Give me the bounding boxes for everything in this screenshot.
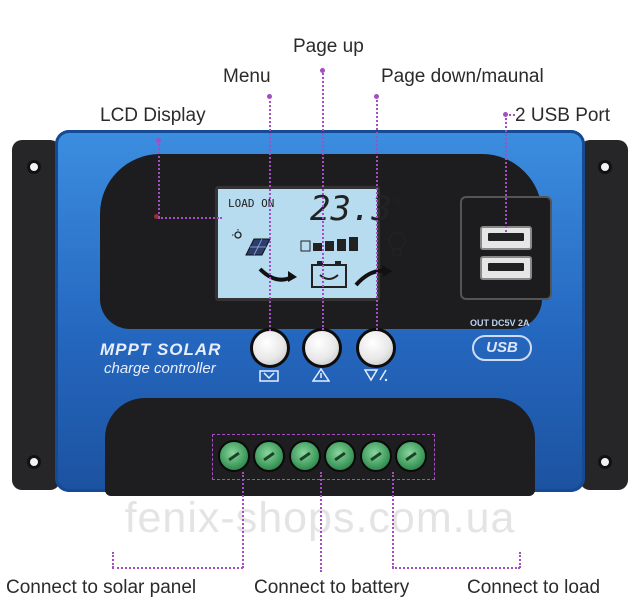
page-up-leader-dot [320,68,325,73]
mounting-hole-icon [598,455,612,469]
menu-leader [269,96,271,331]
page-up-leader [322,70,324,330]
page-down-leader [376,96,378,330]
menu-button[interactable] [250,328,290,368]
usb-leader [505,114,515,116]
usb-logo: USB [472,335,532,361]
brand-subtitle: charge controller [104,360,216,377]
lcd-display-label: LCD Display [100,105,206,126]
lcd-unit: V [394,195,402,209]
lightbulb-icon [388,232,406,256]
indicator-led [154,214,159,219]
solar-leader [112,567,243,569]
load-positive-terminal[interactable] [360,440,392,472]
load-leader [519,552,521,568]
lcd-leader [158,217,222,219]
menu-icon [259,370,279,382]
page-down-button[interactable] [356,328,396,368]
mounting-hole-icon [27,160,41,174]
usb-port-2[interactable] [480,256,532,280]
right-mounting-bracket [580,140,628,490]
usb-spec-label: OUT DC5V 2A [470,318,530,328]
solar-negative-terminal[interactable] [253,440,285,472]
solar-panel-label: Connect to solar panel [6,577,197,598]
page-down-leader-dot [374,94,379,99]
load-label: Connect to load [467,577,601,598]
lcd-load-status: LOAD ON [228,197,275,210]
down-icon [364,369,388,382]
load-negative-terminal[interactable] [395,440,427,472]
battery-negative-terminal[interactable] [324,440,356,472]
flow-arrow-icon [258,267,297,282]
lcd-display: LOAD ON 23.3 V [215,186,406,301]
watermark: fenix-shops.com.ua [124,494,516,542]
usb-port-label: 2 USB Port [515,105,611,126]
load-leader [392,567,520,569]
menu-label: Menu [223,66,271,87]
warning-icon [312,368,330,382]
terminal-highlight [212,434,435,480]
left-mounting-bracket [12,140,60,490]
mounting-hole-icon [27,455,41,469]
flow-arrow-icon [354,265,392,287]
battery-level-icon [300,237,358,252]
page-down-label: Page down/maunal [381,66,544,87]
page-up-label: Page up [293,36,364,57]
usb-leader [505,114,507,232]
battery-icon [311,261,347,288]
battery-label: Connect to battery [254,577,410,598]
solar-leader [112,552,114,568]
lcd-leader [158,140,160,218]
page-up-button[interactable] [302,328,342,368]
brand-title: MPPT SOLAR [100,340,222,359]
lcd-leader-dot [156,138,161,143]
menu-leader-dot [267,94,272,99]
solar-positive-terminal[interactable] [218,440,250,472]
solar-leader [242,472,244,568]
battery-positive-terminal[interactable] [289,440,321,472]
usb-leader-dot [503,112,508,117]
solar-panel-icon [232,229,271,256]
load-leader [392,472,394,568]
mounting-hole-icon [598,160,612,174]
battery-leader [320,472,322,572]
